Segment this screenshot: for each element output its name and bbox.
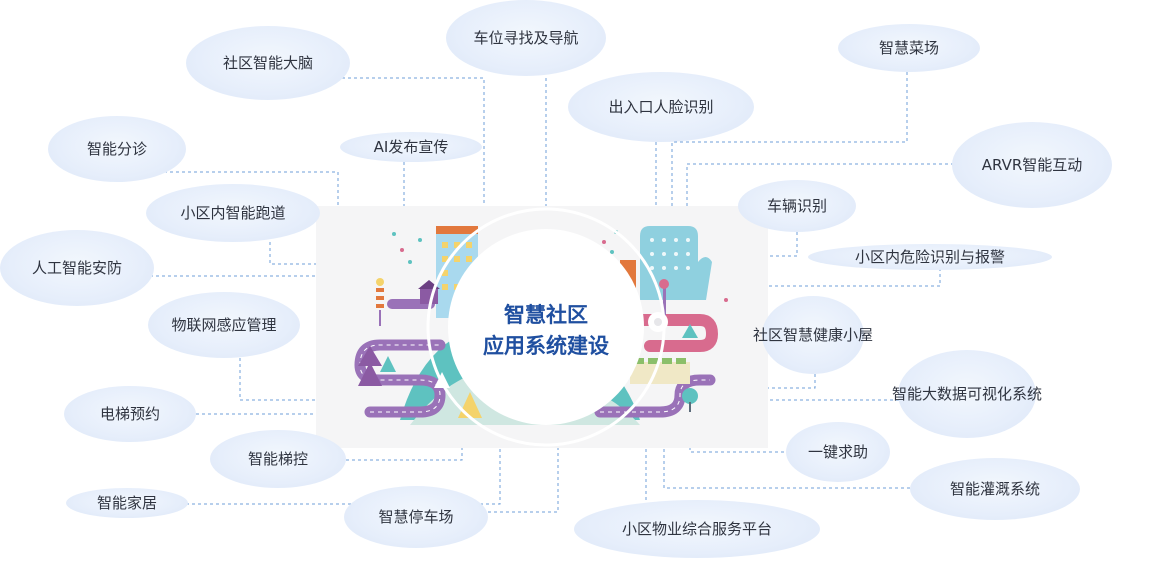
tree-6 [682,324,698,338]
hub-circle [448,229,644,425]
node-health-hut-line2: 健康小屋 [813,326,874,344]
node-smart-home[interactable]: 智能家居 [66,488,188,518]
road-pink [634,314,719,352]
node-smart-parking[interactable]: 智慧停车场 [344,486,488,548]
tree-1 [358,346,382,386]
node-community-brain[interactable]: 社区智能大脑 [186,26,350,100]
hub-title-line1: 智慧社区 [504,303,588,327]
connector-running [269,242,316,265]
connector-smart-home [186,448,501,505]
node-property-platform[interactable]: 小区物业综合 服务平台 [574,500,820,558]
connector-triage [158,171,339,206]
node-iot-management[interactable]: 物联网感应管理 [148,292,300,358]
node-parking-navigation[interactable]: 车位寻找及导航 [446,0,606,76]
node-big-data-line2: 可视化系统 [967,385,1043,403]
tree-2 [380,356,396,372]
node-big-data-visualization[interactable]: 智能大数据 可视化系统 [892,350,1042,438]
node-property-platform-line1: 小区物业综合 [621,520,712,538]
connector-brain [318,77,485,206]
node-ai-publish[interactable]: AI发布宣传 [340,132,482,162]
node-smart-triage[interactable]: 智能分诊 [48,116,186,182]
connector-vehicle [768,232,798,257]
node-face-recognition[interactable]: 出入口人脸识别 [568,72,754,142]
node-smart-market[interactable]: 智慧菜场 [838,24,980,72]
node-elevator-booking[interactable]: 电梯预约 [64,386,196,442]
node-health-hut-line1: 社区智慧 [752,326,813,344]
connector-irrigation [663,448,916,489]
connector-arvr [686,163,960,206]
houses-row [630,362,690,384]
node-sos-button[interactable]: 一键求助 [786,422,890,482]
connector-sos [689,448,790,453]
node-health-hut[interactable]: 社区智慧 健康小屋 [753,296,873,374]
building-right [640,226,712,300]
connector-health [768,374,816,389]
node-big-data-line1: 智能大数据 [891,385,967,403]
node-elevator-control[interactable]: 智能梯控 [210,430,346,488]
node-arvr-interaction[interactable]: ARVR智能互动 [952,122,1112,208]
connector-iot [239,358,316,401]
node-ai-security[interactable]: 人工智能安防 [0,230,154,306]
connector-elevator-control [346,448,463,461]
tree-5 [682,388,698,404]
node-property-platform-line2: 服务平台 [712,520,773,538]
node-smart-running-track[interactable]: 小区内智能跑道 [146,184,320,242]
node-danger-alarm[interactable]: 小区内危险识别与报警 [808,244,1052,270]
hub-title-line2: 应用系统建设 [483,334,609,358]
node-vehicle-recognition[interactable]: 车辆识别 [738,180,856,232]
lantern-tower [376,278,384,326]
connector-danger [768,268,941,287]
node-smart-irrigation[interactable]: 智能灌溉系统 [910,458,1080,520]
connector-smart-market [671,72,908,206]
